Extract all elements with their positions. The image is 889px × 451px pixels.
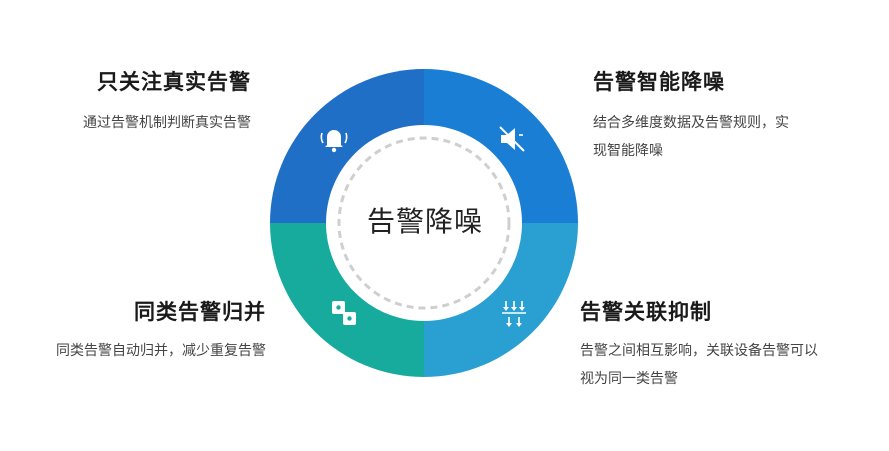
feature-description-line: 视为同一类告警 bbox=[580, 371, 678, 387]
bell-icon bbox=[320, 130, 348, 153]
center-dashed-ring bbox=[337, 136, 511, 310]
feature-merge-alerts: 同类告警归并 bbox=[134, 296, 266, 326]
mute-speaker-icon bbox=[499, 126, 525, 152]
feature-title: 只关注真实告警 bbox=[97, 70, 251, 94]
feature-description-line: 结合多维度数据及告警规则，实 bbox=[593, 115, 789, 131]
feature-description-line: 告警之间相互影响，关联设备告警可以 bbox=[580, 343, 818, 359]
feature-smart-noise-reduction: 告警智能降噪 bbox=[593, 66, 725, 96]
feature-description: 同类告警自动归并，减少重复告警 bbox=[56, 343, 266, 359]
merge-icon bbox=[332, 301, 356, 325]
feature-correlation-suppression: 告警关联抑制 bbox=[580, 296, 712, 326]
center-circle bbox=[326, 125, 522, 321]
suppress-arrows-icon bbox=[502, 301, 526, 327]
feature-description-line: 现智能降噪 bbox=[593, 143, 663, 159]
feature-real-alerts: 只关注真实告警 bbox=[97, 66, 251, 96]
feature-description: 结合多维度数据及告警规则，实 现智能降噪 bbox=[593, 109, 789, 165]
feature-title: 告警智能降噪 bbox=[593, 70, 725, 94]
feature-description: 告警之间相互影响，关联设备告警可以 视为同一类告警 bbox=[580, 337, 818, 393]
feature-title: 告警关联抑制 bbox=[580, 300, 712, 324]
feature-title: 同类告警归并 bbox=[134, 300, 266, 324]
feature-description: 通过告警机制判断真实告警 bbox=[83, 115, 251, 131]
center-label: 告警降噪 bbox=[366, 205, 483, 238]
